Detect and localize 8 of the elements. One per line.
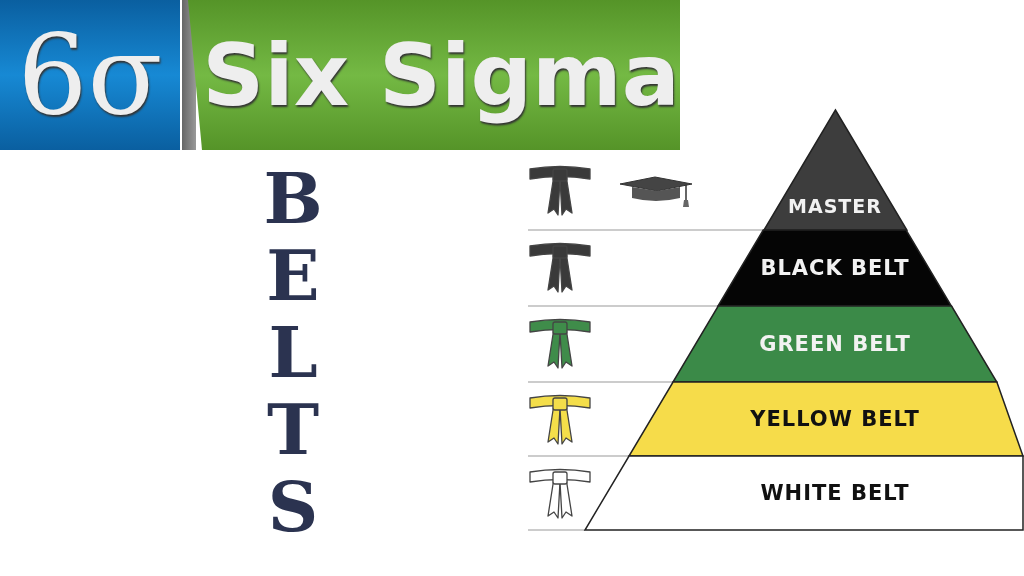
sigma-symbol: 6σ: [17, 20, 163, 130]
tier-label: BLACK BELT: [760, 256, 910, 280]
tier-label: WHITE BELT: [760, 481, 910, 505]
vertical-heading: BELTS: [262, 160, 324, 545]
tier-label: MASTER: [788, 195, 882, 217]
tier-label: GREEN BELT: [759, 332, 911, 356]
tier-label: YELLOW BELT: [750, 407, 920, 431]
title: Six Sigma: [202, 25, 680, 125]
